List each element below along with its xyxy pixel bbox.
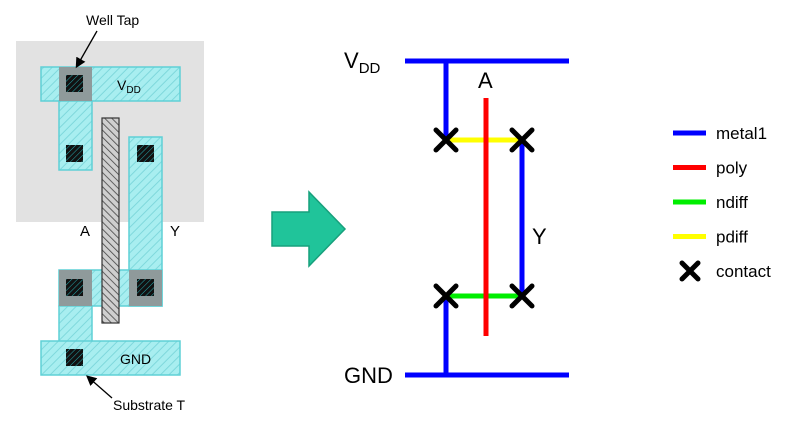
- layout-panel: Well Tap VDD A Y GND Substrate T: [16, 12, 204, 413]
- contact-well-tap: [66, 75, 83, 92]
- legend-item-pdiff: pdiff: [673, 228, 748, 247]
- legend-item-metal1: metal1: [673, 124, 767, 143]
- well-tap-label: Well Tap: [86, 12, 139, 28]
- stick-contact-nmos-right: [509, 283, 535, 309]
- layout-vdd-label: VDD: [117, 77, 141, 96]
- stick-panel: VDD A Y GND: [344, 48, 569, 388]
- legend-item-ndiff: ndiff: [673, 193, 748, 212]
- contact-substrate: [66, 349, 83, 366]
- contact-nmos-right: [137, 279, 154, 296]
- contact-nmos-left: [66, 279, 83, 296]
- layout-input-label: A: [80, 223, 90, 240]
- well-tap-pointer: [75, 30, 98, 69]
- layout-output-label: Y: [170, 223, 180, 240]
- legend-label: poly: [716, 159, 748, 178]
- stick-gnd-label: GND: [344, 363, 393, 388]
- contact-pmos-right: [137, 145, 154, 162]
- layout-gnd-label: GND: [120, 351, 151, 367]
- legend-item-contact: contact: [679, 260, 771, 282]
- legend-label: pdiff: [716, 228, 748, 247]
- contact-cross-icon: [679, 260, 701, 282]
- poly-gate: [101, 117, 120, 324]
- gnd-rail: [40, 340, 181, 376]
- contact-pmos-left: [66, 145, 83, 162]
- substrate-label: Substrate T: [113, 397, 186, 413]
- legend-label: contact: [716, 262, 771, 281]
- legend: metal1 poly ndiff pdiff contact: [673, 124, 771, 282]
- nmos-left-strip: [58, 305, 93, 345]
- stick-output-label: Y: [532, 224, 547, 249]
- legend-label: metal1: [716, 124, 767, 143]
- stick-contact-pmos-left: [433, 127, 459, 153]
- transform-arrow-icon: [271, 190, 347, 268]
- stick-contact-nmos-left: [433, 283, 459, 309]
- stick-contact-pmos-right: [509, 127, 535, 153]
- legend-label: ndiff: [716, 193, 748, 212]
- stick-input-label: A: [478, 68, 493, 93]
- stick-vdd-label: VDD: [344, 48, 381, 77]
- substrate-pointer: [86, 375, 113, 399]
- legend-item-poly: poly: [673, 159, 748, 178]
